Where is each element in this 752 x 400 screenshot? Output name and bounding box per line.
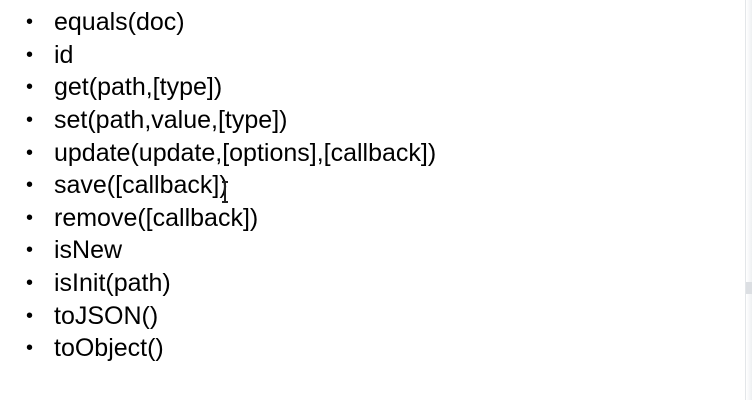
method-name: id (54, 40, 74, 69)
list-item-toobject: • toObject() (26, 332, 436, 365)
list-item-equals: • equals(doc) (26, 6, 436, 39)
list-item-isinit: • isInit(path) (26, 267, 436, 300)
bullet: • (26, 337, 34, 360)
list-item-id: • id (26, 39, 436, 72)
bullet: • (26, 141, 34, 164)
method-name: get(path,[type]) (54, 73, 223, 102)
bullet: • (26, 109, 34, 132)
bullet: • (26, 43, 34, 66)
text-cursor-stem (224, 182, 226, 202)
text-cursor-cap-top (222, 181, 228, 183)
method-name: toJSON() (54, 301, 159, 330)
window-right-edge (745, 0, 752, 400)
list-item-remove: • remove([callback]) (26, 202, 436, 235)
method-name: set(path,value,[type]) (54, 106, 288, 135)
list-item-tojson: • toJSON() (26, 299, 436, 332)
list-item-set: • set(path,value,[type]) (26, 104, 436, 137)
text-cursor-cap-bottom (222, 201, 228, 203)
method-name: isNew (54, 236, 123, 265)
method-name: toObject() (54, 334, 164, 363)
method-list: • equals(doc) • id • get(path,[type]) • … (26, 6, 436, 365)
window-edge-mark (746, 282, 752, 294)
list-item-isnew: • isNew (26, 234, 436, 267)
method-name: save([callback]) (54, 171, 228, 200)
bullet: • (26, 304, 34, 327)
method-name: update(update,[options],[callback]) (54, 138, 437, 167)
list-item-get: • get(path,[type]) (26, 71, 436, 104)
bullet: • (26, 76, 34, 99)
bullet: • (26, 11, 34, 34)
method-name: equals(doc) (54, 8, 185, 37)
method-name: remove([callback]) (54, 203, 259, 232)
bullet: • (26, 174, 34, 197)
list-item-save: • save([callback]) (26, 169, 436, 202)
bullet: • (26, 206, 34, 229)
bullet: • (26, 239, 34, 262)
list-item-update: • update(update,[options],[callback]) (26, 136, 436, 169)
method-name: isInit(path) (54, 269, 171, 298)
bullet: • (26, 272, 34, 295)
text-cursor-icon (222, 180, 228, 204)
